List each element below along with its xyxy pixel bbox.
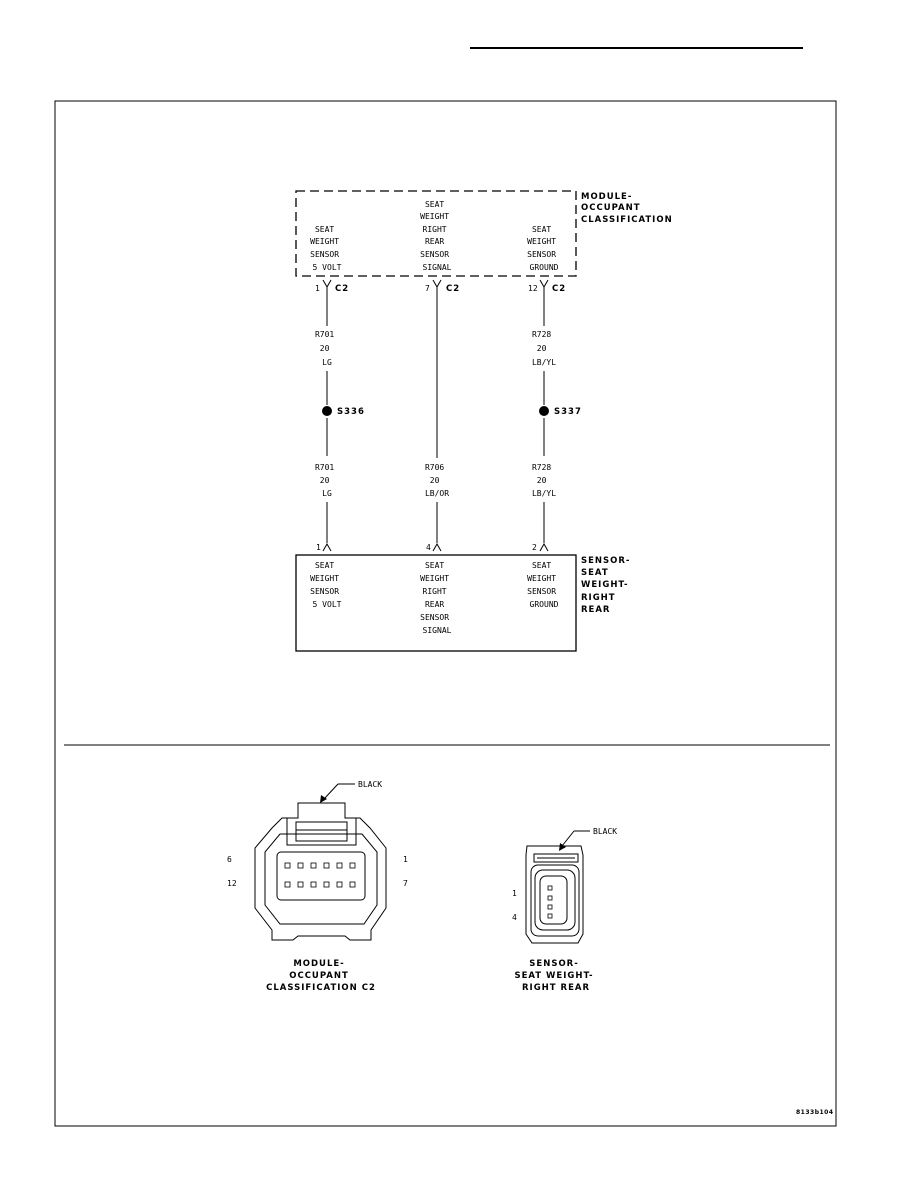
splice-s336-dot (322, 406, 332, 416)
cavity-number: 2 (532, 543, 537, 552)
pin-number: 4 (512, 913, 517, 922)
sensor-box (295, 554, 577, 652)
connector-caption: SENSOR- SEAT WEIGHT- RIGHT REAR (514, 959, 597, 993)
sensor-title-line: RIGHT (581, 593, 616, 603)
color-callout: BLACK (358, 780, 382, 789)
sensor-title-line: WEIGHT- (581, 580, 629, 590)
module-title: MODULE- OCCUPANT CLASSIFICATION (581, 192, 673, 225)
wire-r728-upper-label: R728 20 LB/YL (532, 330, 556, 367)
sensor-pin-grid (547, 885, 553, 919)
color-callout: BLACK (593, 827, 617, 836)
connector-id: C2 (446, 284, 460, 294)
pin-number: 6 (227, 855, 232, 864)
connector-id: C2 (552, 284, 566, 294)
sensor-terminal-4: 4 (426, 542, 442, 552)
cavity-number: 12 (528, 284, 538, 293)
cavity-number: 1 (315, 284, 320, 293)
page-frame (54, 100, 837, 1127)
module-pin-label-12: SEAT WEIGHT SENSOR GROUND (527, 225, 561, 272)
module-terminal-1: 1 C2 (315, 279, 349, 298)
cavity-number: 7 (425, 284, 430, 293)
pin-number: 1 (512, 889, 517, 898)
figure-id: 8133b104 (796, 1109, 834, 1116)
connector-caption: MODULE- OCCUPANT CLASSIFICATION C2 (266, 959, 376, 993)
sensor-pin-label-1: SEAT WEIGHT SENSOR 5 VOLT (310, 561, 344, 609)
sensor-title-line: SENSOR- (581, 556, 630, 566)
pin-number: 12 (227, 879, 237, 888)
wire-r701-lower-label: R701 20 LG (315, 463, 339, 498)
sensor-connector-view: BLACK 1 4 SENSOR- SEAT WEIGHT- RIGHT REA… (512, 827, 617, 993)
c2-pin-grid (284, 862, 356, 888)
splice-s337-label: S337 (554, 407, 582, 417)
module-pin-label-1: SEAT WEIGHT SENSOR 5 VOLT (310, 225, 344, 272)
wire-r706-label: R706 20 LB/OR (425, 463, 449, 498)
module-title-line: OCCUPANT (581, 203, 641, 213)
cavity-number: 1 (316, 543, 321, 552)
module-title-line: MODULE- (581, 192, 632, 202)
splice-s337-dot (539, 406, 549, 416)
module-terminal-7: 7 C2 (425, 279, 460, 298)
sensor-title-line: REAR (581, 605, 610, 615)
splice-s336-label: S336 (337, 407, 365, 417)
sensor-pin-label-4: SEAT WEIGHT RIGHT REAR SENSOR SIGNAL (420, 561, 454, 635)
connector-id: C2 (335, 284, 349, 294)
pin-number: 1 (403, 855, 408, 864)
sensor-pin-label-2: SEAT WEIGHT SENSOR GROUND (527, 561, 561, 609)
module-c2-connector-view: BLACK 6 12 1 7 MODULE- OCCUPANT CLASSIFI… (227, 780, 408, 993)
module-terminal-12: 12 C2 (528, 279, 566, 298)
wire-r701-upper-label: R701 20 LG (315, 330, 339, 367)
module-box (295, 190, 577, 277)
sensor-terminal-2: 2 (532, 542, 549, 552)
pin-number: 7 (403, 879, 408, 888)
sensor-title: SENSOR- SEAT WEIGHT- RIGHT REAR (581, 556, 634, 615)
wire-r728-lower-label: R728 20 LB/YL (532, 463, 556, 498)
module-title-line: CLASSIFICATION (581, 215, 673, 225)
cavity-number: 4 (426, 543, 431, 552)
module-pin-label-7: SEAT WEIGHT RIGHT REAR SENSOR SIGNAL (420, 200, 454, 272)
sensor-title-line: SEAT (581, 568, 609, 578)
sensor-terminal-1: 1 (316, 542, 332, 552)
